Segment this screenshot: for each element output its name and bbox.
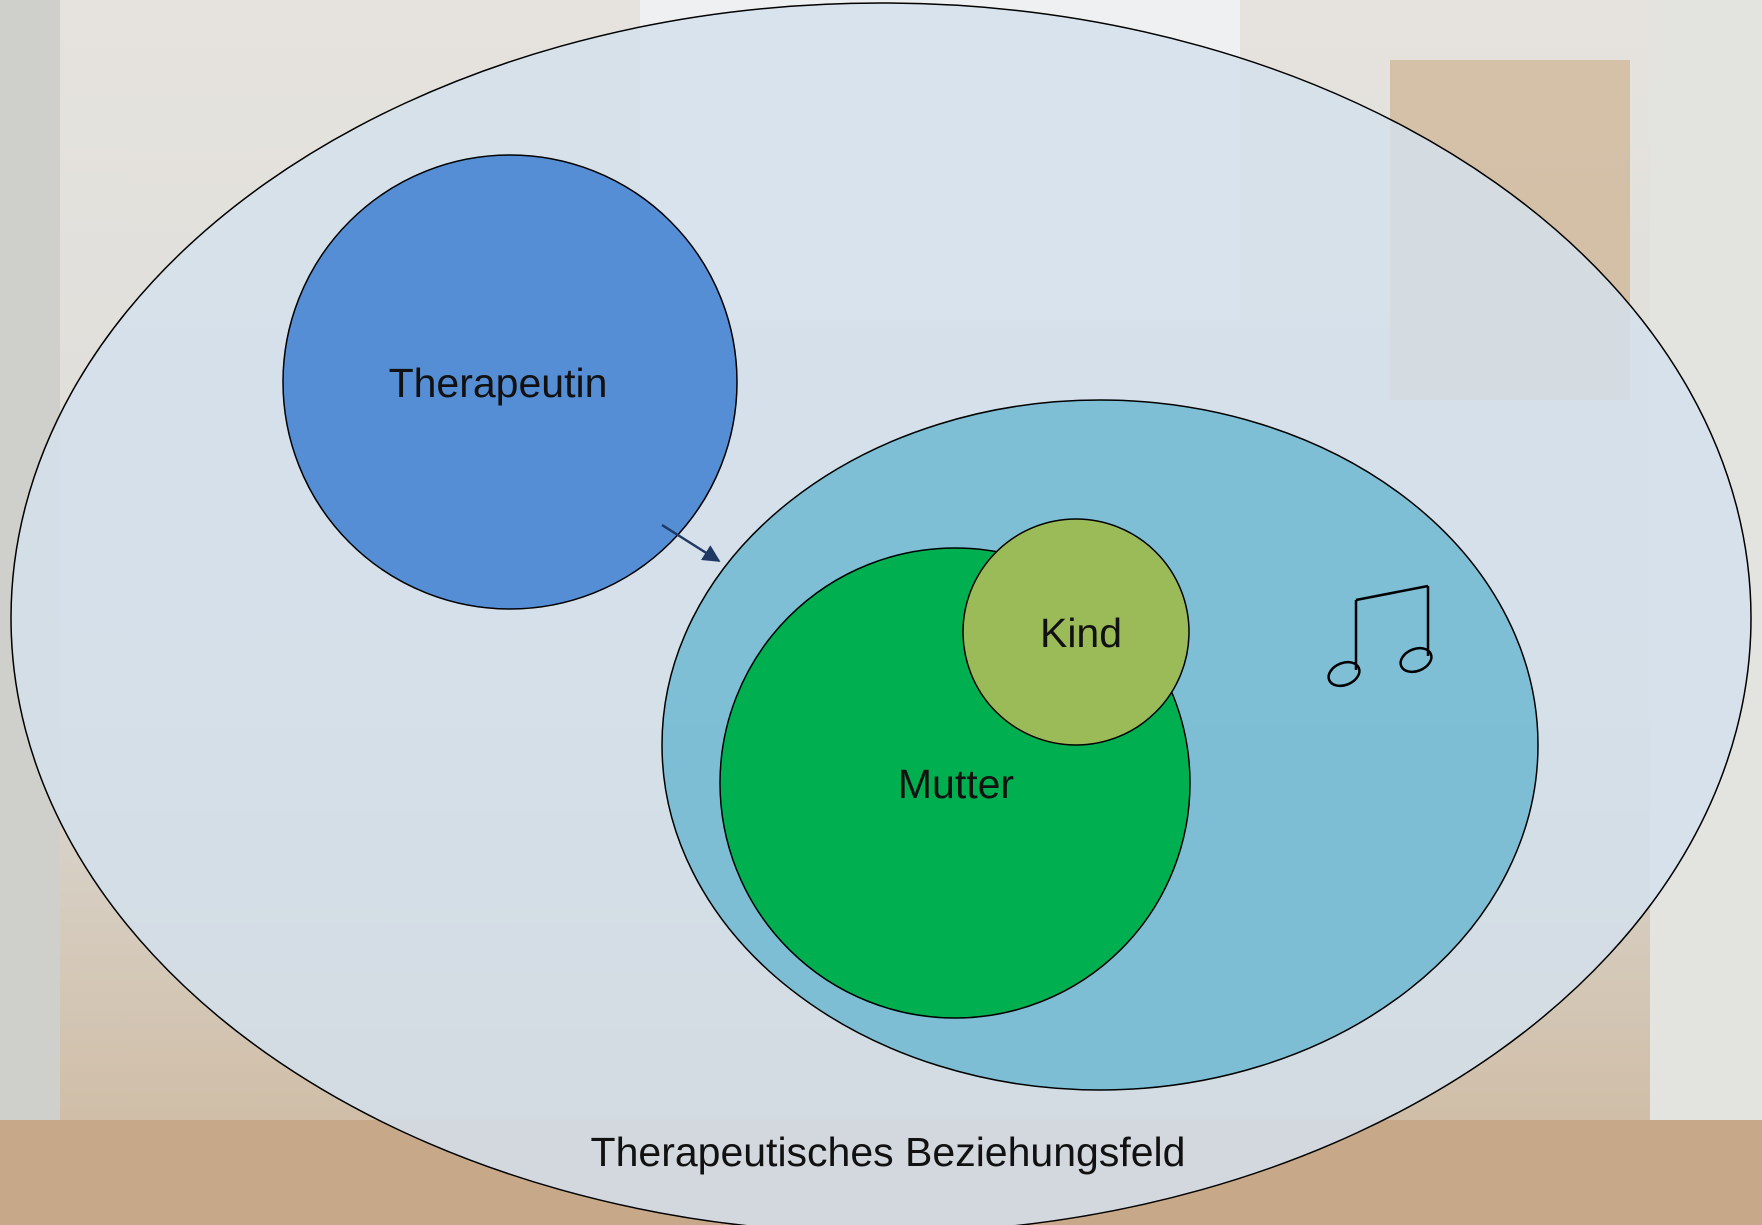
mother-label: Mutter xyxy=(898,761,1014,807)
child-label: Kind xyxy=(1040,610,1122,656)
therapist-label: Therapeutin xyxy=(389,360,608,406)
music-note-icon xyxy=(1327,584,1433,688)
therapist-arrow xyxy=(661,523,721,563)
child-circle xyxy=(962,518,1190,746)
field-label: Therapeutisches Beziehungsfeld xyxy=(591,1129,1186,1175)
therapist-circle xyxy=(282,154,738,610)
